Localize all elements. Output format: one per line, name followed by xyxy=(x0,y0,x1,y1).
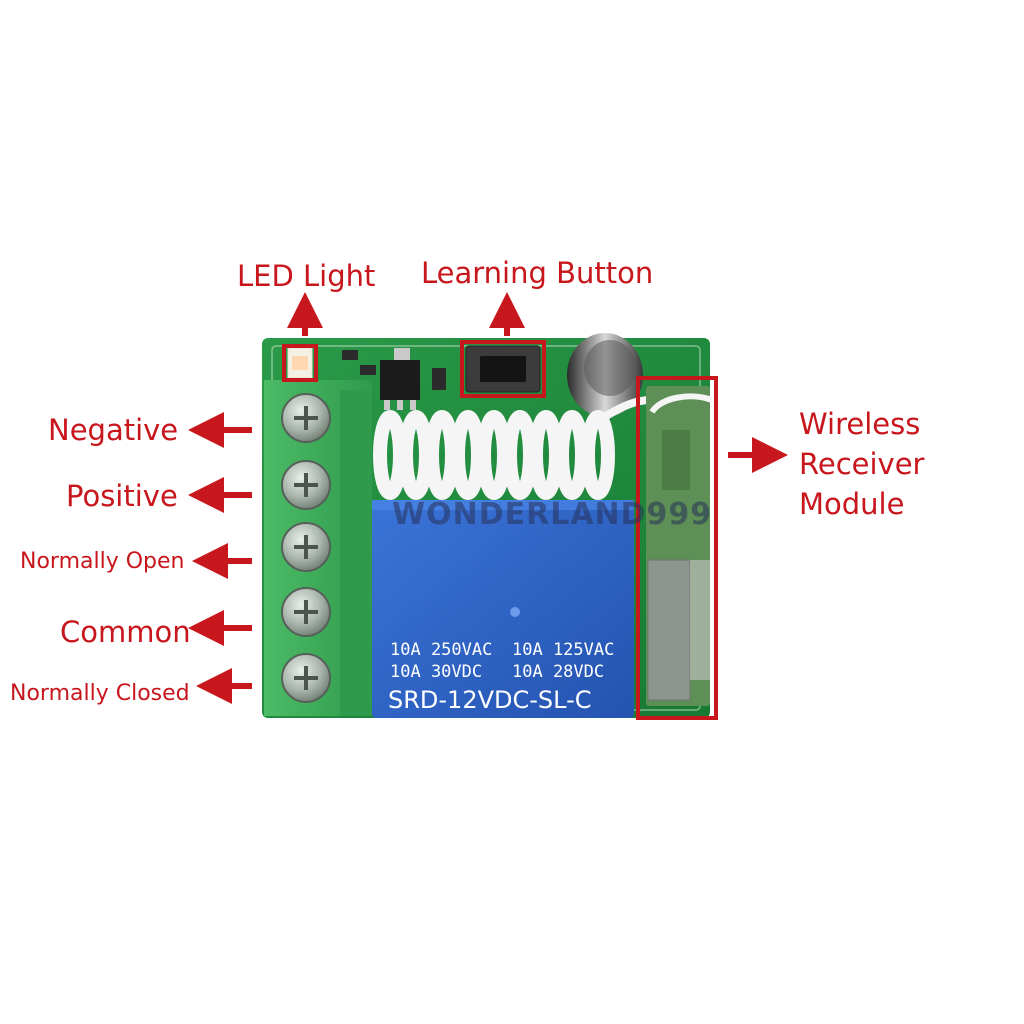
relay-marker xyxy=(510,607,520,617)
normally-closed-label: Normally Closed xyxy=(10,681,190,706)
receiver-module-shield xyxy=(647,559,691,701)
screw-slot xyxy=(294,600,318,624)
screw-slot xyxy=(294,666,318,690)
learning-button-highlight-box xyxy=(460,340,546,398)
capacitor-top xyxy=(584,340,636,396)
receiver-antenna-wire xyxy=(649,393,714,414)
positive-label: Positive xyxy=(66,479,178,513)
terminal-screws xyxy=(281,393,331,703)
chip-pin xyxy=(384,400,390,410)
wireless-receiver-label-line3: Module xyxy=(799,487,905,521)
learning-button-label: Learning Button xyxy=(421,256,654,290)
relay-top-edge xyxy=(372,500,634,510)
smd-resistor xyxy=(342,350,358,360)
relay-model: SRD-12VDC-SL-C xyxy=(388,686,592,714)
chip-pin xyxy=(394,348,410,360)
receiver-module-highlight-box xyxy=(636,376,718,720)
normally-open-label: Normally Open xyxy=(20,549,185,574)
screw-slot xyxy=(294,473,318,497)
screw-slot xyxy=(294,406,318,430)
terminal-block-side xyxy=(340,390,372,716)
relay-rating-line2-left: 10A 30VDC xyxy=(390,662,483,682)
transistor-chip xyxy=(380,360,420,400)
relay-body xyxy=(372,500,634,718)
led-light-label: LED Light xyxy=(237,259,376,293)
wireless-receiver-label-line2: Receiver xyxy=(799,447,925,481)
screw-slot xyxy=(294,535,318,559)
relay-rating-line2-right: 10A 28VDC xyxy=(512,662,605,682)
relay-rating-line1-left: 10A 250VAC xyxy=(390,640,493,660)
wireless-receiver-label-line1: Wireless xyxy=(799,407,921,441)
chip-pin xyxy=(410,400,416,410)
common-label: Common xyxy=(60,615,191,649)
led-lens xyxy=(292,356,308,370)
smd-resistor xyxy=(360,365,376,375)
negative-label: Negative xyxy=(48,413,179,447)
receiver-module-chip xyxy=(662,430,690,490)
relay-rating-line1-right: 10A 125VAC xyxy=(512,640,615,660)
chip-pin xyxy=(397,400,403,410)
receiver-module-pins xyxy=(690,560,710,680)
smd-resistor xyxy=(432,368,446,390)
learning-button-cap xyxy=(480,356,526,382)
watermark: WONDERLAND999 xyxy=(392,497,713,532)
led-highlight-box xyxy=(282,344,318,382)
